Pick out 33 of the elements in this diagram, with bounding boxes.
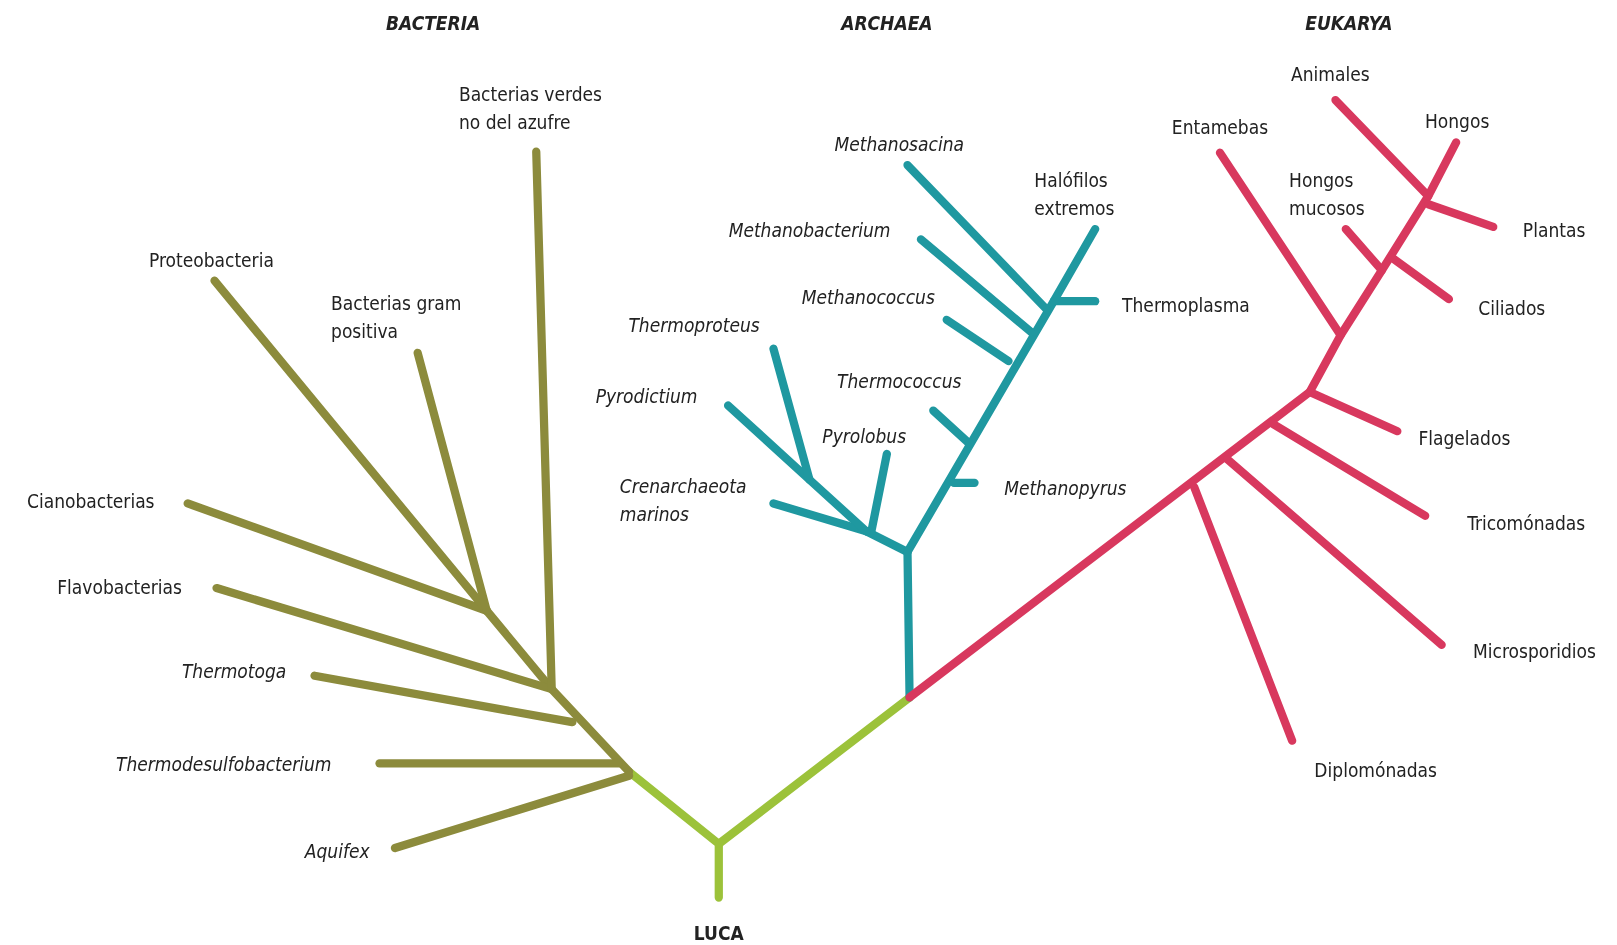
taxon-label: Thermoproteus [628, 312, 760, 338]
taxon-label: Bacterias gram positiva [331, 290, 463, 344]
taxon-label: Flagelados [1418, 426, 1511, 452]
taxon-label: Methanosacina [834, 132, 964, 158]
taxon-label: Animales [1291, 62, 1370, 88]
taxon-label: Hongos [1424, 108, 1490, 134]
taxon-label: Diplomónadas [1314, 758, 1437, 784]
taxon-label: Thermoplasma [1122, 293, 1250, 319]
taxon-label: Methanopyrus [1004, 475, 1127, 501]
taxon-label: Flavobacterias [57, 574, 182, 600]
taxon-label: Methanobacterium [728, 217, 891, 243]
taxon-label: Thermodesulfobacterium [116, 752, 332, 778]
taxon-label: Proteobacteria [148, 247, 274, 273]
domain-heading: ARCHAEA [841, 10, 933, 36]
taxon-label: Methanococcus [801, 285, 935, 310]
taxon-label: Halófilos extremos [1034, 168, 1116, 222]
taxon-label: Thermococcus [837, 368, 962, 394]
taxon-label: Entamebas [1171, 114, 1269, 140]
domain-heading: EUKARYA [1305, 10, 1393, 36]
taxon-label: Microsporidios [1473, 638, 1596, 664]
taxon-label: Bacterias verdes no del azufre [458, 82, 603, 136]
root-label: LUCA [693, 921, 744, 945]
taxon-label: Tricomónadas [1467, 510, 1586, 536]
taxon-label: Thermotoga [181, 659, 287, 685]
taxon-label: Cianobacterias [26, 489, 155, 515]
taxon-label: Crenarchaeota marinos [619, 474, 748, 528]
taxon-label: Ciliados [1478, 296, 1546, 322]
taxon-label: Hongos mucosos [1289, 168, 1366, 222]
taxon-label: Pyrodictium [595, 384, 698, 409]
taxon-label: Aquifex [304, 838, 370, 864]
taxon-label: Plantas [1522, 217, 1586, 243]
domain-heading: BACTERIA [385, 10, 481, 36]
taxon-label: Pyrolobus [822, 424, 907, 450]
